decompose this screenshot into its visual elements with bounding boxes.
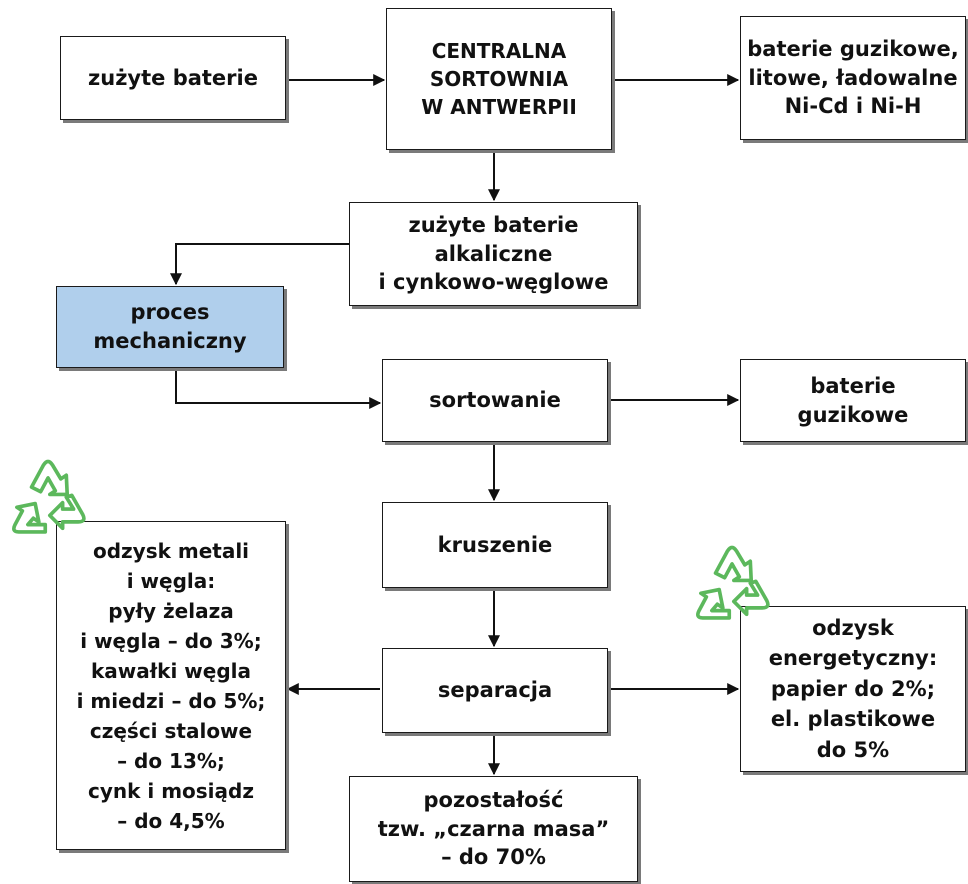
box-alkaliczne: zużyte baterie alkaliczne i cynkowo-węgl… xyxy=(349,202,638,306)
box-proces-mechaniczny-label: proces mechaniczny xyxy=(93,300,247,353)
box-odzysk-energetyczny-label: odzysk energetyczny: papier do 2%; el. p… xyxy=(768,615,938,762)
box-zuzyte-baterie: zużyte baterie xyxy=(60,36,286,120)
box-odzysk-metali: odzysk metali i węgla: pyły żelaza i węg… xyxy=(56,521,286,850)
box-odzysk-metali-label: odzysk metali i węgla: pyły żelaza i węg… xyxy=(76,538,266,833)
box-proces-mechaniczny: proces mechaniczny xyxy=(56,286,284,368)
box-alkaliczne-label: zużyte baterie alkaliczne i cynkowo-węgl… xyxy=(378,213,609,295)
box-centralna-sortownia-label: CENTRALNA SORTOWNIA W ANTWERPII xyxy=(421,39,577,119)
box-separacja-label: separacja xyxy=(437,678,553,703)
box-separacja: separacja xyxy=(382,648,608,733)
box-kruszenie: kruszenie xyxy=(382,502,608,588)
box-odzysk-energetyczny: odzysk energetyczny: papier do 2%; el. p… xyxy=(740,606,966,772)
arrow-proces-to-sortowanie xyxy=(175,368,382,409)
box-zuzyte-baterie-label: zużyte baterie xyxy=(88,65,258,90)
box-baterie-guzikowe-label: baterie guzikowe xyxy=(797,373,909,427)
recycle-icon xyxy=(696,545,770,620)
box-pozostalosc-label: pozostałość tzw. „czarna masa” – do 70% xyxy=(377,788,610,870)
recycle-icon xyxy=(12,459,86,534)
box-baterie-litowe: baterie guzikowe, litowe, ładowalne Ni-C… xyxy=(740,16,966,140)
box-baterie-guzikowe: baterie guzikowe xyxy=(740,359,966,442)
box-kruszenie-label: kruszenie xyxy=(437,532,553,557)
box-centralna-sortownia: CENTRALNA SORTOWNIA W ANTWERPII xyxy=(386,8,612,150)
box-baterie-litowe-label: baterie guzikowe, litowe, ładowalne Ni-C… xyxy=(747,37,959,119)
arrow-alkaliczne-to-proces xyxy=(170,243,349,286)
box-pozostalosc: pozostałość tzw. „czarna masa” – do 70% xyxy=(349,776,638,882)
box-sortowanie: sortowanie xyxy=(382,359,608,442)
box-sortowanie-label: sortowanie xyxy=(429,388,561,413)
